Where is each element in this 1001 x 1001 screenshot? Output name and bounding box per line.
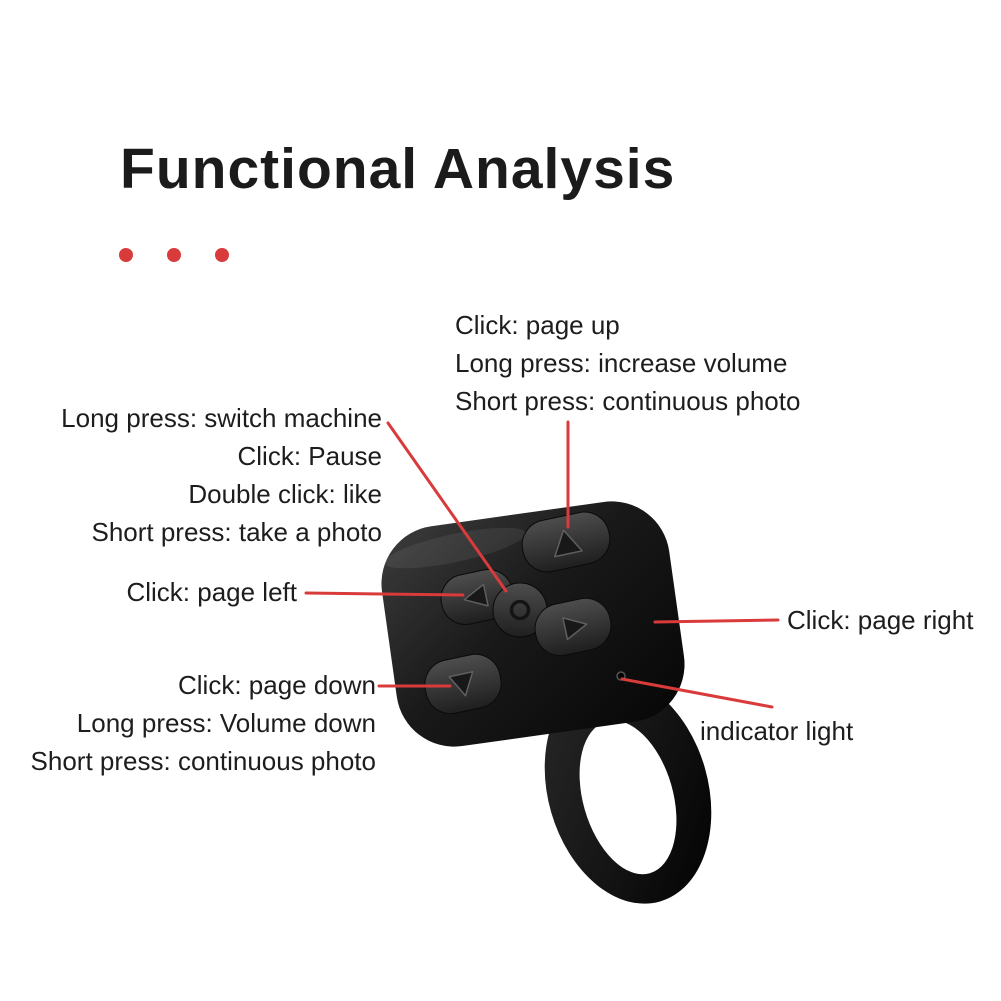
annotation-line: Short press: continuous photo <box>455 386 801 416</box>
annotation-line: Short press: take a photo <box>91 517 382 547</box>
annotation-line: Double click: like <box>188 479 382 509</box>
accent-dot <box>215 248 229 262</box>
callout-lines <box>304 420 780 709</box>
page-title: Functional Analysis <box>120 137 676 201</box>
annotation-right-button: Click: page right <box>787 601 973 639</box>
down-arrow-icon <box>448 670 474 697</box>
accent-dot <box>167 248 181 262</box>
callout-line-page-left <box>304 591 465 597</box>
annotation-top-button: Click: page up Long press: increase volu… <box>455 306 800 420</box>
device-button-down <box>424 653 502 715</box>
annotation-line: Long press: switch machine <box>61 403 382 433</box>
callout-line-center-button <box>386 421 508 593</box>
annotation-line: Long press: Volume down <box>76 708 376 738</box>
up-arrow-icon <box>554 529 583 558</box>
device-button-right <box>534 597 612 657</box>
annotation-line: indicator light <box>700 716 854 746</box>
title-accent-dots <box>119 248 229 262</box>
annotation-bottom-button: Click: page down Long press: Volume down… <box>31 666 376 780</box>
annotation-line: Click: page left <box>126 577 297 607</box>
annotation-center-button: Long press: switch machine Click: Pause … <box>61 399 382 551</box>
annotation-indicator-light: indicator light <box>700 712 853 750</box>
callout-line-page-right <box>653 618 780 624</box>
body-highlight <box>384 527 526 569</box>
ring-hole <box>579 720 677 875</box>
ring-band <box>544 676 712 904</box>
accent-dot <box>119 248 133 262</box>
device-button-up <box>521 511 611 573</box>
center-ring-icon <box>509 599 531 621</box>
annotation-line: Short press: continuous photo <box>30 746 376 776</box>
annotation-line: Click: Pause <box>237 441 383 471</box>
annotation-line: Click: page down <box>178 670 376 700</box>
dpad <box>424 511 612 715</box>
right-arrow-icon <box>562 617 588 641</box>
callout-line-indicator <box>620 677 774 709</box>
left-arrow-icon <box>463 583 489 607</box>
annotation-line: Long press: increase volume <box>455 348 788 378</box>
annotation-line: Click: page right <box>787 605 974 635</box>
annotation-left-button: Click: page left <box>126 573 297 611</box>
annotation-line: Click: page up <box>455 310 620 340</box>
